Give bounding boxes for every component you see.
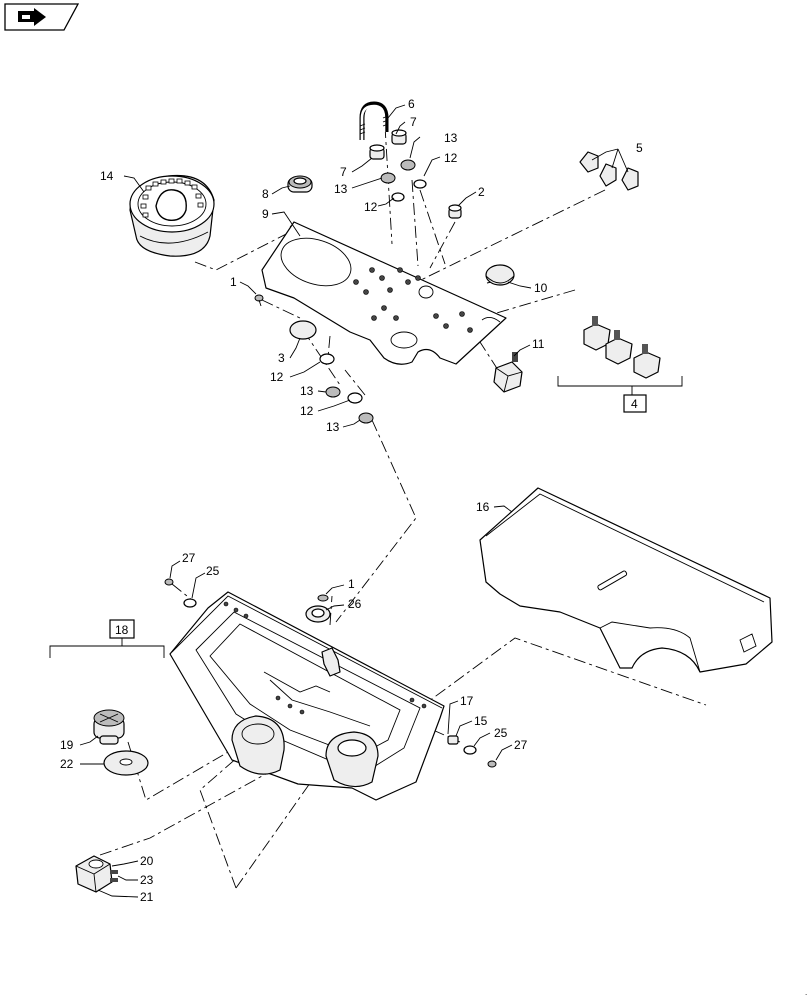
callout-12: 12 bbox=[270, 370, 284, 384]
callout-16: 16 bbox=[476, 500, 490, 514]
callout-12: 12 bbox=[364, 200, 378, 214]
instrument-plate-part-9[interactable] bbox=[261, 221, 507, 365]
callout-17: 17 bbox=[460, 694, 474, 708]
callout-6: 6 bbox=[408, 97, 415, 111]
spacer-part-15[interactable] bbox=[447, 735, 459, 745]
callout-26: 26 bbox=[348, 597, 362, 611]
callout-27: 27 bbox=[182, 551, 196, 565]
callout-7: 7 bbox=[410, 115, 417, 129]
callout-leaders bbox=[79, 104, 629, 898]
plug-part-3[interactable] bbox=[289, 320, 317, 340]
ignition-key-part-19[interactable] bbox=[93, 709, 125, 745]
screw-part-27[interactable] bbox=[164, 578, 497, 768]
u-bolt-part-6[interactable] bbox=[359, 101, 389, 140]
svg-text:.: . bbox=[805, 988, 807, 997]
callout-5: 5 bbox=[636, 141, 643, 155]
callout-1: 1 bbox=[230, 275, 237, 289]
callout-7: 7 bbox=[340, 165, 347, 179]
callout-13: 13 bbox=[326, 420, 340, 434]
callout-13: 13 bbox=[334, 182, 348, 196]
gauge-cluster-part-14[interactable] bbox=[129, 174, 215, 257]
callout-3: 3 bbox=[278, 351, 285, 365]
ignition-group-part-18[interactable] bbox=[49, 619, 165, 658]
callout-1: 1 bbox=[348, 577, 355, 591]
plug-part-10[interactable] bbox=[485, 264, 515, 286]
cover-part-16[interactable] bbox=[479, 487, 773, 673]
console-housing-part-17[interactable] bbox=[169, 591, 445, 801]
plug-part-2[interactable] bbox=[448, 204, 462, 219]
callout-4: 4 bbox=[631, 397, 638, 411]
washer-part-12[interactable] bbox=[319, 179, 427, 404]
callout-22: 22 bbox=[60, 757, 74, 771]
callout-12: 12 bbox=[300, 404, 314, 418]
ignition-switch-part-20[interactable] bbox=[75, 855, 118, 893]
screw-part-1[interactable] bbox=[254, 294, 264, 307]
callout-18: 18 bbox=[115, 623, 129, 637]
screw-part-1-lower[interactable] bbox=[317, 594, 329, 602]
grommet-part-26[interactable] bbox=[305, 605, 331, 623]
callout-19: 19 bbox=[60, 738, 74, 752]
callout-2: 2 bbox=[478, 185, 485, 199]
callout-23: 23 bbox=[140, 873, 154, 887]
callout-21: 21 bbox=[140, 890, 154, 904]
callout-11: 11 bbox=[532, 337, 545, 351]
callout-13: 13 bbox=[444, 131, 458, 145]
sleeve-part-7[interactable] bbox=[369, 129, 407, 160]
callout-25: 25 bbox=[206, 564, 220, 578]
callout-25: 25 bbox=[494, 726, 508, 740]
callout-9: 9 bbox=[262, 207, 269, 221]
ignition-washer-part-22[interactable] bbox=[103, 750, 149, 776]
callout-8: 8 bbox=[262, 187, 269, 201]
grommet-part-8[interactable] bbox=[287, 175, 313, 193]
callout-12: 12 bbox=[444, 151, 458, 165]
callout-13: 13 bbox=[300, 384, 314, 398]
callout-10: 10 bbox=[534, 281, 548, 295]
callout-20: 20 bbox=[140, 854, 154, 868]
callout-labels: 14 6 7 7 13 13 12 12 2 5 8 9 1 10 11 3 1… bbox=[60, 97, 643, 904]
callout-14: 14 bbox=[100, 169, 114, 183]
washer-part-25[interactable] bbox=[183, 598, 477, 755]
switch-knobs-part-5[interactable] bbox=[579, 151, 639, 191]
switch-group-part-4[interactable] bbox=[557, 316, 683, 413]
callout-15: 15 bbox=[474, 714, 488, 728]
switch-part-11[interactable] bbox=[493, 352, 523, 393]
callout-27: 27 bbox=[514, 738, 528, 752]
vehicle-direction-icon[interactable] bbox=[4, 3, 80, 31]
